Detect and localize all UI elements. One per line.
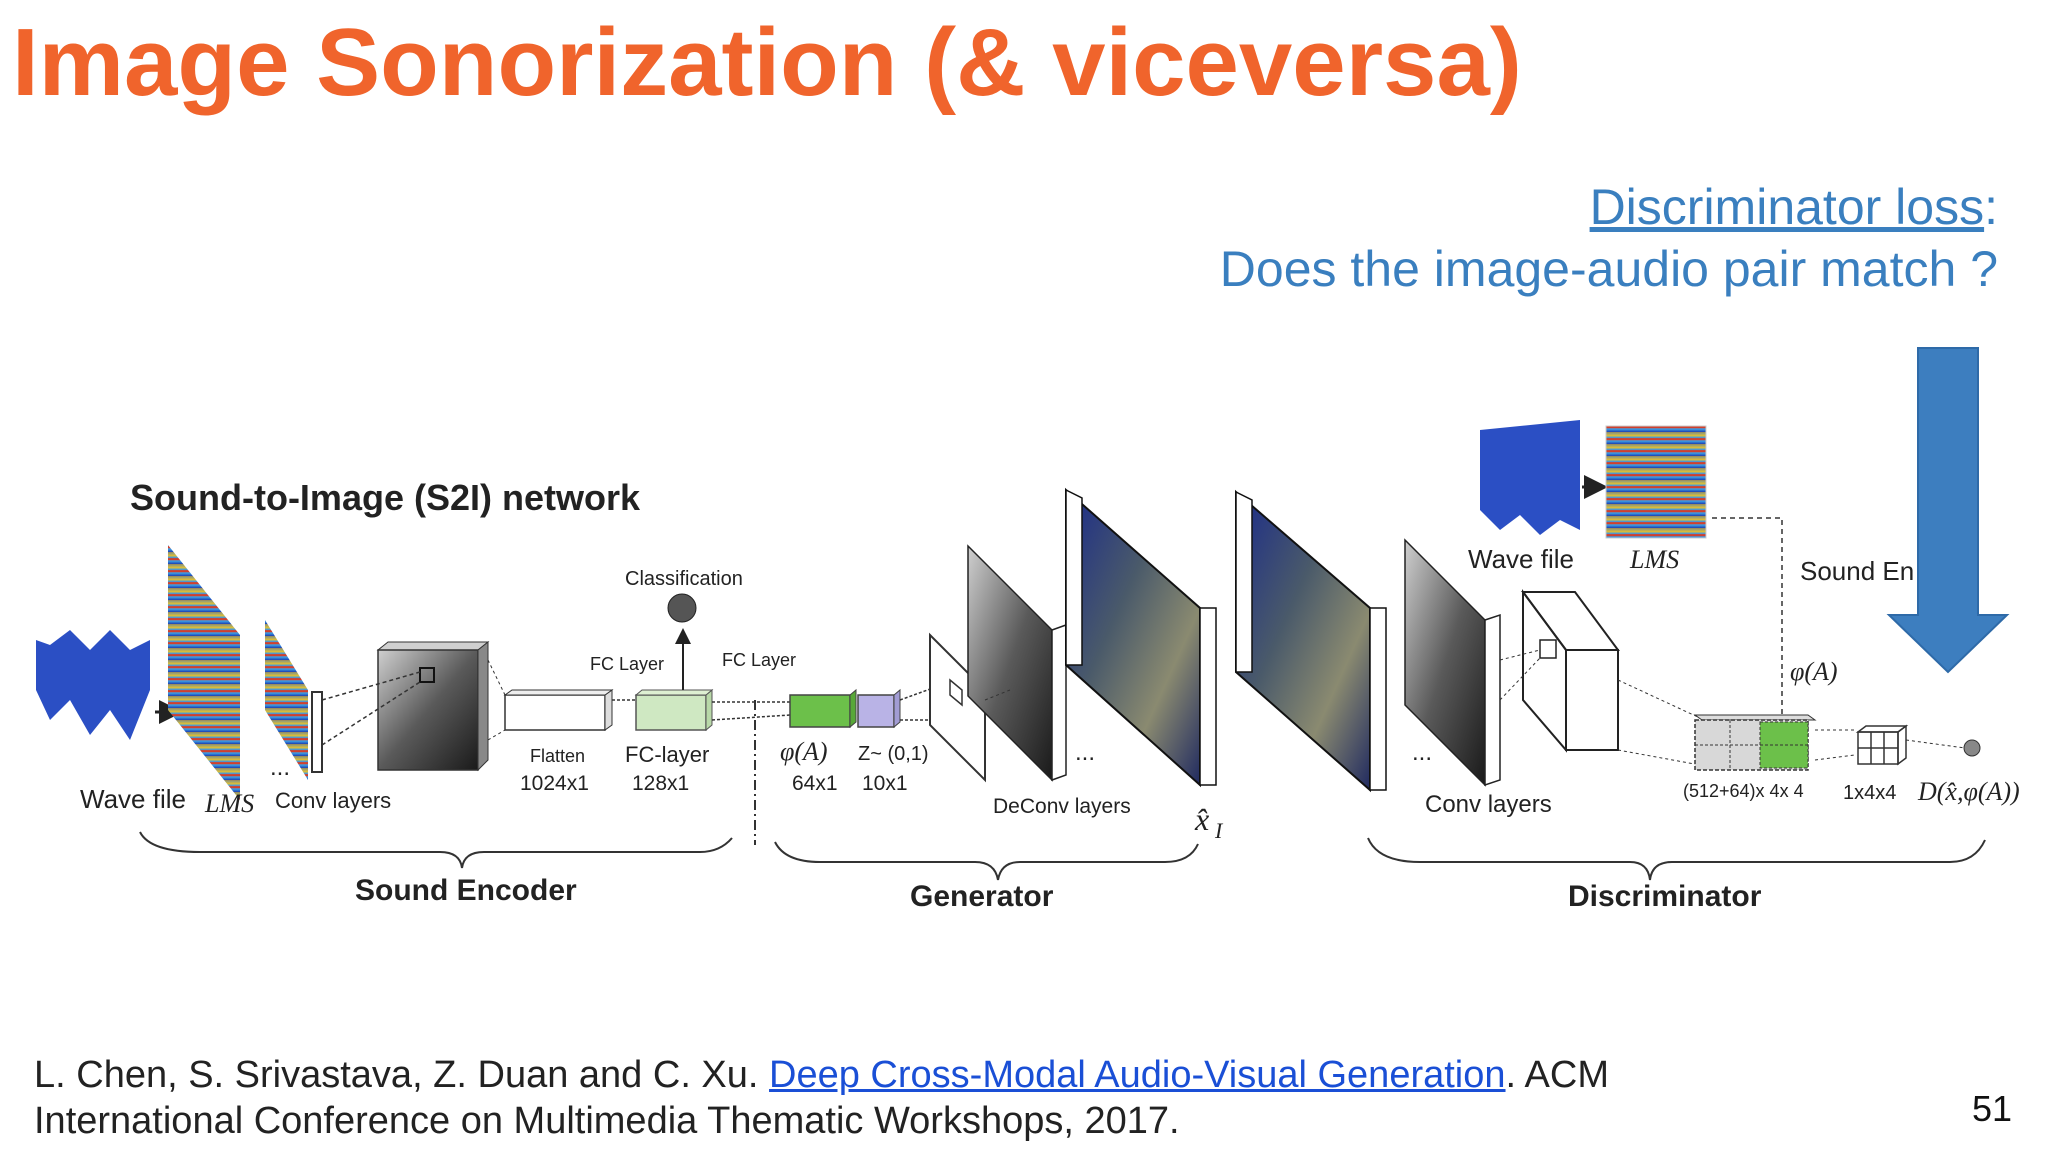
conv-projection-line: [321, 671, 421, 701]
fc-dim-label: 128x1: [632, 772, 689, 795]
deconv-kernel: [949, 678, 963, 707]
conv-slice: [311, 691, 323, 773]
generator-brace: [774, 841, 1199, 881]
wave-file-label: Wave file: [80, 784, 186, 814]
discriminator-gray-image: [1404, 538, 1501, 787]
citation: L. Chen, S. Srivastava, Z. Duan and C. X…: [34, 1052, 1609, 1144]
phi-dim-label: 64x1: [792, 772, 838, 795]
flatten-dim-label: 1024x1: [520, 772, 589, 795]
discriminator-label: Discriminator: [1568, 880, 1762, 913]
generator-label: Generator: [910, 880, 1054, 913]
disc-lms-spectrogram: [1605, 425, 1707, 539]
sound-encoder-partial-label: Sound En: [1800, 556, 1914, 586]
z-dim-label: 10x1: [862, 772, 908, 795]
concat-to-output-line: [1814, 754, 1856, 761]
citation-paper-link[interactable]: Deep Cross-Modal Audio-Visual Generation: [769, 1054, 1506, 1096]
conv-feature-map: [265, 620, 308, 780]
discriminator-input-image: [1235, 489, 1387, 793]
discriminator-output-node: [1963, 739, 1981, 757]
disc-sound-branch-line: [1712, 517, 1783, 725]
page-number: 51: [1971, 1088, 2012, 1129]
deconv-layers-label: DeConv layers: [993, 795, 1131, 818]
discriminator-loss-link[interactable]: Discriminator loss: [1589, 179, 1985, 235]
phi-a-block: [789, 688, 857, 729]
discriminator-question: Does the image-audio pair match ?: [1219, 241, 1998, 297]
disc-projection-line: [1499, 649, 1541, 661]
output-dim-label: 1x4x4: [1843, 782, 1896, 804]
conv-projection-line: [321, 681, 421, 746]
concat-tensor: [1693, 714, 1817, 771]
flatten-label: Flatten: [530, 746, 585, 766]
disc-waveform-icon: [1480, 420, 1580, 535]
classification-node: [667, 593, 697, 623]
waveform-icon: [36, 630, 150, 740]
sound-encoder-label: Sound Encoder: [355, 874, 577, 907]
down-arrow-icon: [1886, 347, 2010, 674]
discriminator-brace: [1367, 837, 1986, 881]
disc-lms-label: LMS: [1629, 545, 1679, 574]
citation-line-2: International Conference on Multimedia T…: [34, 1100, 1180, 1142]
disc-wave-file-label: Wave file: [1468, 544, 1574, 574]
z-noise-block: [857, 688, 901, 729]
fc-layer-label: FC-layer: [625, 742, 709, 767]
generator-ellipsis: ...: [1075, 739, 1095, 766]
fc-layer-block: [634, 688, 714, 732]
classification-label: Classification: [625, 568, 743, 590]
fc-to-phi-line: [711, 714, 791, 721]
phi-a-label: φ(A): [780, 737, 828, 766]
d-output-label: D(x̂,φ(A)): [1917, 777, 2020, 806]
flatten-block: [503, 689, 614, 731]
z-dist-label: Z~ (0,1): [858, 743, 929, 765]
deconv-gray-image: [967, 544, 1067, 782]
x-hat-label: x̂: [1194, 801, 1209, 837]
conv-cube: [376, 640, 490, 772]
fc-layer-top-label: FC Layer: [590, 654, 664, 674]
discriminator-ellipsis: ...: [1412, 739, 1432, 766]
citation-authors: L. Chen, S. Srivastava, Z. Duan and C. X…: [34, 1054, 770, 1096]
disc-phi-label: φ(A): [1790, 657, 1838, 686]
disc-projection-line: [1617, 679, 1701, 719]
grid-to-output-line: [1905, 739, 1966, 749]
x-hat-subscript: I: [1214, 818, 1224, 843]
lms-spectrogram: [168, 545, 240, 800]
citation-line-1: L. Chen, S. Srivastava, Z. Duan and C. X…: [34, 1052, 1609, 1098]
disc-projection-line: [1617, 749, 1701, 766]
encoder-ellipsis: ...: [270, 754, 290, 781]
discriminator-loss-colon: :: [1984, 179, 1998, 235]
conv-layers-label: Conv layers: [275, 788, 391, 813]
output-grid-block: [1855, 724, 1909, 766]
disc-projection-line: [1499, 657, 1541, 701]
disc-conv-cube: [1521, 588, 1620, 753]
sound-encoder-brace: [139, 831, 733, 869]
flatten-projection-line: [487, 729, 506, 741]
lms-label: LMS: [204, 789, 254, 818]
discriminator-loss-heading: Discriminator loss:: [1590, 178, 1998, 236]
disc-conv-layers-label: Conv layers: [1425, 791, 1552, 818]
slide-title: Image Sonorization (& viceversa): [12, 9, 1522, 116]
flatten-projection-line: [487, 659, 506, 696]
deconv-projection-line: [984, 689, 1011, 701]
fc-layer-top-label-2: FC Layer: [722, 650, 796, 670]
deconv-plane-small: [929, 632, 986, 783]
concat-dim-label: (512+64)x 4x 4: [1683, 781, 1804, 801]
diagram-heading: Sound-to-Image (S2I) network: [130, 477, 641, 518]
generated-image-preview: [1065, 487, 1217, 788]
citation-venue: . ACM: [1505, 1054, 1609, 1096]
